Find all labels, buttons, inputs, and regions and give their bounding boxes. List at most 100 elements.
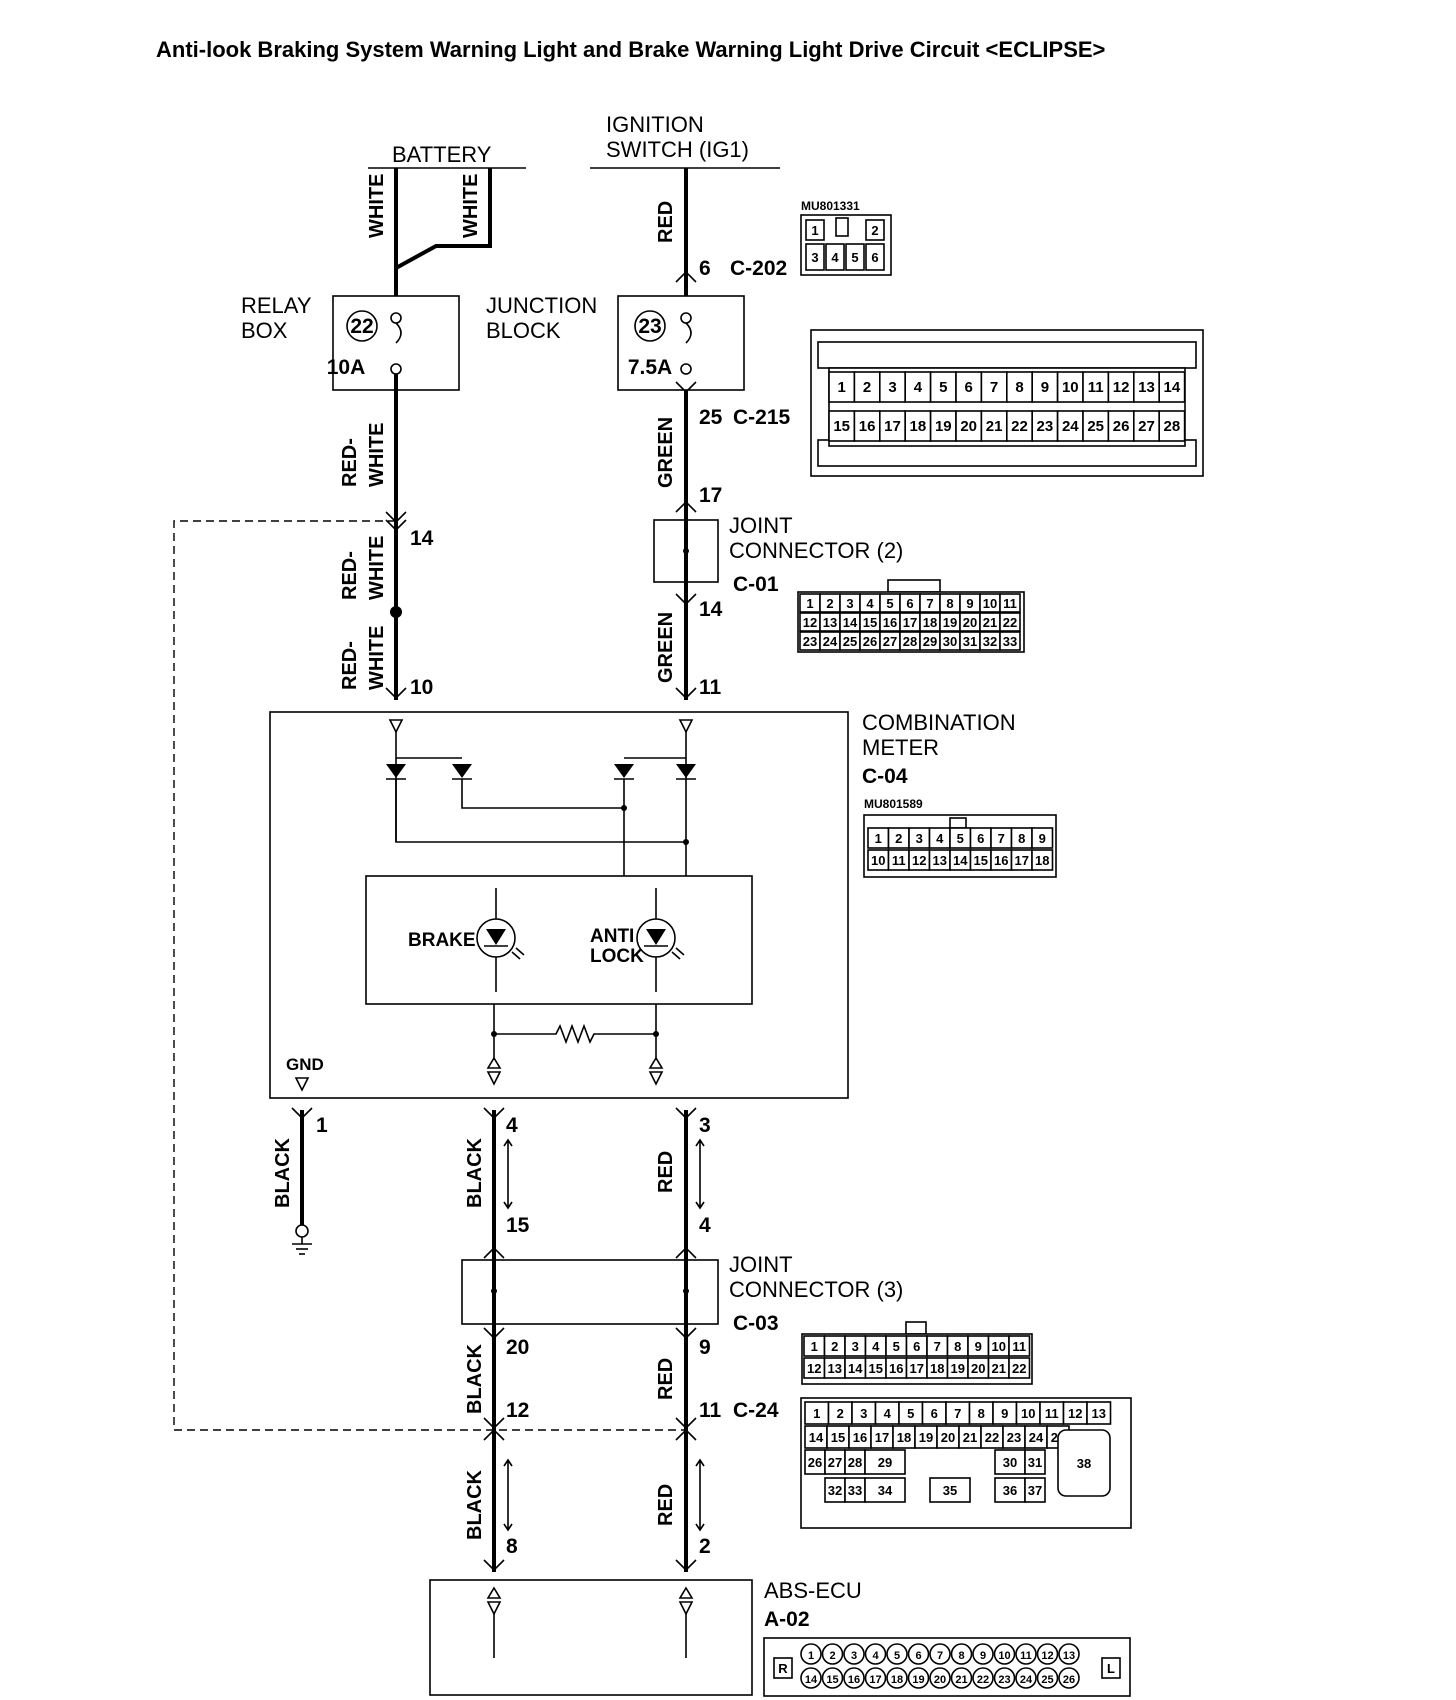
connector-cell-label: 6 — [913, 1339, 920, 1354]
connector-cell-label: 11 — [1045, 1406, 1059, 1421]
wire-color-red-white-c1: RED- — [339, 641, 361, 690]
connector-cell — [1008, 1357, 1031, 1379]
connector-cell-label: 12 — [1041, 1650, 1053, 1662]
connector-cell-label: 34 — [878, 1483, 893, 1498]
connector-cell-label: 22 — [1011, 418, 1028, 435]
battery-wire-right — [395, 168, 492, 270]
connector-cell-label: 18 — [923, 615, 937, 630]
connector-c01: C-01 — [733, 573, 779, 596]
connector-cell-label: 24 — [823, 634, 838, 649]
connector-cell-label: 5 — [907, 1406, 914, 1421]
connector-cell — [1008, 1335, 1031, 1357]
connector-cell — [878, 371, 906, 403]
pin-12-c24: 12 — [506, 1399, 529, 1422]
svg-text:4: 4 — [831, 250, 839, 265]
wire-color-black-1: BLACK — [272, 1137, 294, 1208]
connector-cell-label: 15 — [831, 1430, 845, 1445]
connector-cell-label: 4 — [914, 379, 923, 396]
connector-cell-label: 21 — [992, 1361, 1006, 1376]
connector-cell-label: 8 — [946, 596, 953, 611]
wire-color-red-3: RED — [655, 1358, 677, 1400]
connector-cell-label: 23 — [1007, 1430, 1021, 1445]
connector-cell-label: 32 — [828, 1483, 842, 1498]
connector-cell — [999, 612, 1021, 632]
connector-cell-label: 7 — [998, 831, 1005, 846]
connector-cell-label: 17 — [903, 615, 917, 630]
connector-cell-label: 9 — [1039, 831, 1046, 846]
connector-c03: C-03 — [733, 1312, 779, 1335]
connector-cell-label: 16 — [853, 1430, 867, 1445]
ignition-label-1: IGNITION — [606, 112, 704, 137]
connector-face-c202: 1 2 3 4 5 6 — [800, 214, 892, 276]
connector-cell-label: 9 — [980, 1650, 986, 1662]
connector-cell — [821, 1667, 844, 1689]
connector-cell — [993, 1643, 1016, 1665]
connector-cell — [1057, 1429, 1111, 1497]
pin-25: 25 — [699, 406, 723, 429]
connector-cell-label: 19 — [919, 1430, 933, 1445]
connector-cell — [828, 410, 856, 442]
connector-cell-label: 1 — [813, 1406, 820, 1421]
connector-cell-label: 3 — [846, 596, 853, 611]
connector-cell — [800, 1643, 822, 1665]
connector-cell-label: 11 — [1003, 596, 1017, 611]
connector-cell-label: 9 — [1041, 379, 1049, 396]
connector-cell-label: 27 — [1138, 418, 1155, 435]
wire-color-red-white-b1: RED- — [339, 551, 361, 600]
connector-cell-label: 25 — [1087, 418, 1104, 435]
connector-cell-label: 31 — [1028, 1455, 1042, 1470]
connector-cell — [1031, 827, 1054, 849]
connector-cell-label: 16 — [848, 1674, 860, 1686]
connector-cell-label: 3 — [851, 1650, 857, 1662]
connector-c202: C-202 — [730, 257, 787, 280]
connector-cell — [878, 410, 906, 442]
connector-cell-label: 35 — [943, 1483, 957, 1498]
connector-cell-label: 2 — [829, 1650, 835, 1662]
connector-cell-label: 10 — [983, 596, 997, 611]
connector-cell-label: 27 — [828, 1455, 842, 1470]
connector-cell-label: 33 — [848, 1483, 862, 1498]
connector-cell-label: 13 — [828, 1361, 842, 1376]
connector-cell-label: 18 — [1035, 853, 1049, 868]
connector-cell-label: 10 — [1062, 379, 1079, 396]
connector-cell-label: 11 — [892, 853, 906, 868]
connector-cell — [972, 1667, 994, 1689]
connector-cell-label: 16 — [859, 418, 876, 435]
connector-cell-label: 13 — [933, 853, 947, 868]
connector-cell-label: 6 — [915, 1650, 921, 1662]
connector-cell-label: 38 — [1077, 1456, 1091, 1471]
relay-fuse-number: 22 — [350, 315, 373, 338]
gnd-label: GND — [286, 1055, 324, 1074]
wire-color-red-1: RED — [655, 201, 677, 243]
connector-cell-label: 14 — [1164, 379, 1181, 396]
connector-cell — [993, 1667, 1016, 1689]
connector-cell-label: 21 — [955, 1674, 967, 1686]
connector-cell-label: 26 — [1063, 1674, 1075, 1686]
connector-c04: C-04 — [862, 765, 908, 788]
connector-cell — [843, 1667, 865, 1689]
connector-cell — [980, 410, 1008, 442]
connector-cell — [1158, 410, 1186, 442]
pin-17: 17 — [699, 484, 722, 507]
connector-cell — [1024, 1449, 1046, 1475]
ground-icon — [292, 1224, 312, 1255]
connector-cell-label: 1 — [808, 1650, 814, 1662]
connector-cell-label: 24 — [1062, 418, 1079, 435]
connector-cell-label: 12 — [1113, 379, 1130, 396]
connector-cell-label: 2 — [831, 1339, 838, 1354]
page-title: Anti-look Braking System Warning Light a… — [156, 37, 1105, 62]
pin-4-joint: 4 — [699, 1214, 711, 1237]
connector-c24: C-24 — [733, 1399, 779, 1422]
connector-cell-label: 24 — [1020, 1674, 1033, 1686]
connector-cell-label: 30 — [943, 634, 957, 649]
part-no-mu801589: MU801589 — [864, 797, 923, 811]
pin-4-meter: 4 — [506, 1114, 518, 1137]
connector-cell-label: 9 — [966, 596, 973, 611]
connector-cell — [1082, 410, 1110, 442]
connector-cell — [929, 1643, 951, 1665]
connector-cell-label: 14 — [848, 1361, 863, 1376]
battery-label: BATTERY — [392, 142, 492, 167]
